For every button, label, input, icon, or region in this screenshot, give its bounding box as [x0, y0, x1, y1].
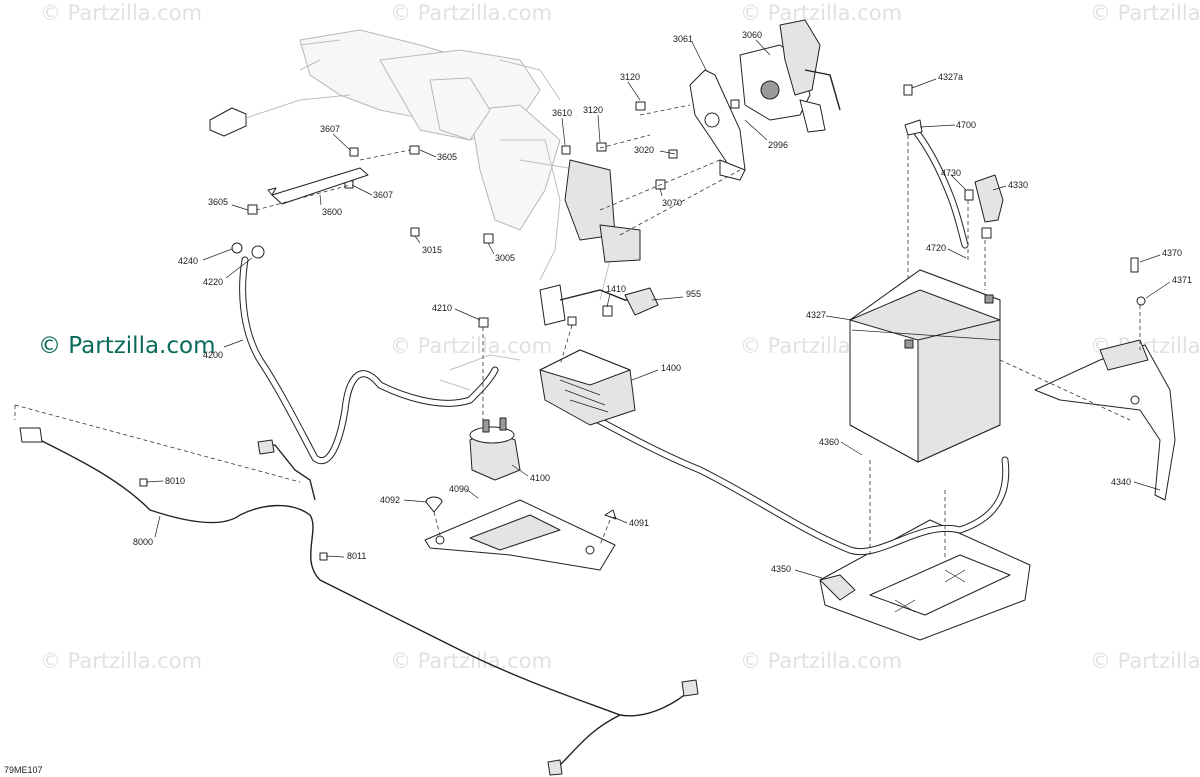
bracket-3061	[689, 69, 746, 181]
callout-3120: 3120	[583, 105, 603, 115]
callout-3005: 3005	[495, 253, 515, 263]
connector-955	[624, 287, 659, 316]
battery-tray-4350	[819, 519, 1031, 641]
callout-3120: 3120	[620, 72, 640, 82]
callout-4327: 4327	[806, 310, 826, 320]
callout-3605: 3605	[437, 152, 457, 162]
callout-3600: 3600	[322, 207, 342, 217]
watermark-text: © Partzilla.com	[740, 1, 902, 25]
callout-4700: 4700	[956, 120, 976, 130]
cable-bracket-3600	[267, 167, 369, 205]
callout-4090: 4090	[449, 484, 469, 494]
callout-leaders	[145, 39, 1171, 579]
watermark-text: © Partzilla.com	[1090, 649, 1200, 673]
callout-3061: 3061	[673, 34, 693, 44]
watermark-text: © Partzilla.com	[390, 334, 552, 358]
figure-id: 79ME107	[4, 765, 43, 775]
callout-3607: 3607	[320, 124, 340, 134]
callout-4210: 4210	[432, 303, 452, 313]
callout-4091: 4091	[629, 518, 649, 528]
callout-955: 955	[686, 289, 701, 299]
callout-3610: 3610	[552, 108, 572, 118]
harness-8000	[19, 427, 699, 776]
callout-4340: 4340	[1111, 477, 1131, 487]
callout-1400: 1400	[661, 363, 681, 373]
watermark-logo-main: © Partzilla.com	[38, 333, 216, 359]
main-cable-4200	[231, 242, 499, 464]
assembly-lines	[14, 104, 1141, 560]
callout-3605: 3605	[208, 197, 228, 207]
watermark-text: © Partzilla.com	[1090, 1, 1200, 25]
callout-8010: 8010	[165, 476, 185, 486]
chassis-frame-ghost	[209, 29, 611, 391]
fasteners	[139, 84, 1146, 561]
watermark-text: © Partzilla.com	[40, 649, 202, 673]
watermark-text: © Partzilla.com	[740, 649, 902, 673]
callout-4371: 4371	[1172, 275, 1192, 285]
support-bracket-4090	[424, 499, 616, 571]
watermark-text: © Partzilla.com	[390, 649, 552, 673]
callout-4327a: 4327a	[938, 72, 963, 82]
callout-1410: 1410	[606, 284, 626, 294]
callout-4220: 4220	[203, 277, 223, 287]
callout-4200: 4200	[203, 350, 223, 360]
watermark-text: © Partzilla.com	[40, 1, 202, 25]
battery-4327	[849, 269, 1001, 463]
callout-3020: 3020	[634, 145, 654, 155]
regulator-1400	[539, 349, 636, 426]
callout-labels: 3061 3060 3120 3120 3610 3607 3605 3607 …	[133, 30, 1192, 574]
callout-4350: 4350	[771, 564, 791, 574]
callout-8000: 8000	[133, 537, 153, 547]
watermark-text: © Partzilla.com	[390, 1, 552, 25]
callout-4092: 4092	[380, 495, 400, 505]
support-bracket-4340	[1034, 339, 1176, 501]
battery-cable-4700	[904, 119, 969, 249]
terminal-cover-4330	[974, 174, 1004, 223]
callout-3607: 3607	[373, 190, 393, 200]
callout-4370: 4370	[1162, 248, 1182, 258]
callout-3060: 3060	[742, 30, 762, 40]
battery-harness	[556, 396, 1010, 556]
callout-4720: 4720	[926, 243, 946, 253]
callout-4240: 4240	[178, 256, 198, 266]
callout-4360: 4360	[819, 437, 839, 447]
callout-4730: 4730	[941, 168, 961, 178]
callout-8011: 8011	[347, 551, 366, 561]
callout-3070: 3070	[662, 198, 682, 208]
callout-4100: 4100	[530, 473, 550, 483]
frame-connectors	[539, 159, 641, 326]
solenoid-4100	[469, 417, 521, 481]
callout-3015: 3015	[422, 245, 442, 255]
callout-2996: 2996	[768, 140, 788, 150]
actuator-motor-3060	[739, 19, 841, 133]
callout-4330: 4330	[1008, 180, 1028, 190]
